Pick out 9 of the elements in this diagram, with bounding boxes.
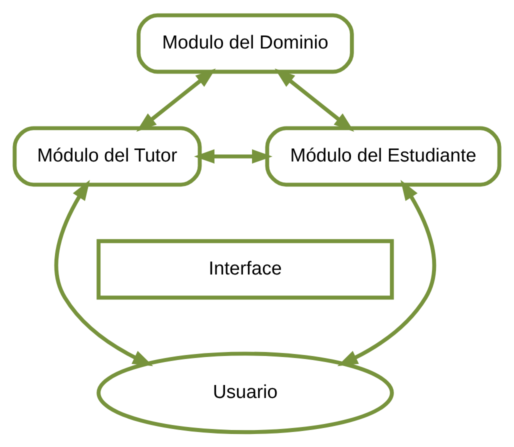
arrow xyxy=(136,68,216,132)
arrow xyxy=(194,149,272,164)
node-box: Interface xyxy=(96,239,394,300)
arrow xyxy=(274,68,354,132)
node-box: Módulo del Estudiante xyxy=(265,126,502,187)
arrow xyxy=(54,180,154,366)
node-box: Módulo del Tutor xyxy=(12,126,202,187)
arrow xyxy=(337,180,436,366)
node-box: Modulo del Dominio xyxy=(136,13,354,74)
